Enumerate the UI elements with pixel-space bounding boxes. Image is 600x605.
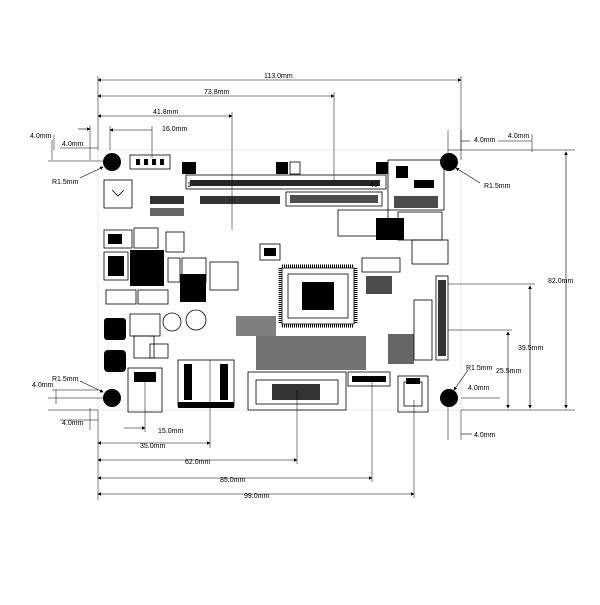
mounting-hole-tl [103,153,121,171]
dim-label-41-8: 41.8mm [153,109,178,116]
connector-top-left [129,154,171,170]
connector-pin40-label: 40 [370,182,378,189]
dim-label-62: 62.0mm [185,459,210,466]
dim-label-99: 99.0mm [244,493,269,500]
radius-label-br: R1.5mm [466,365,493,372]
dim-label-bl-4b: 4.0mm [62,420,84,427]
mounting-hole-br [440,389,458,407]
bottom-dimensions: 15.0mm 35.0mm 62.0mm 85.0mm 99.0mm [97,360,415,500]
dim-label-35: 35.0mm [140,443,165,450]
dim-label-br-4b: 4.0mm [474,432,496,439]
ic-regulator [130,250,164,286]
dim-label-15: 15.0mm [158,428,183,435]
usb-jack [397,375,429,413]
dim-label-left-4b: 4.0mm [62,141,84,148]
header-2x20 [285,191,383,207]
dim-label-bl-4a: 4.0mm [32,382,54,389]
right-dimensions: 82.0mm 39.5mm 25.5mm [448,151,575,411]
radius-label-bl: R1.5mm [52,376,79,383]
ic-small [209,261,239,291]
right-header [435,275,449,361]
dim-label-left-4a: 4.0mm [30,133,52,140]
dim-label-82: 82.0mm [548,278,573,285]
top-dimensions: 113.0mm 73.8mm 41.8mm 16.0mm 4.0mm 4.0mm… [30,73,575,230]
dim-label-right-4b: 4.0mm [508,133,530,140]
dim-label-113: 113.0mm [264,73,293,80]
connector-pin1-label: 1 [187,182,191,189]
dim-label-16: 16.0mm [162,126,187,133]
pcb-components: 1 40 [103,154,449,413]
mounting-hole-tr [440,153,458,171]
dim-label-right-4a: 4.0mm [474,137,496,144]
main-processor [281,267,355,325]
dim-label-85: 85.0mm [220,477,245,484]
radius-label-tr: R1.5mm [484,183,511,190]
dim-label-25-5: 25.5mm [496,368,521,375]
dim-label-73-8: 73.8mm [204,89,229,96]
dim-label-br-4a: 4.0mm [468,385,490,392]
radius-label-tl: R1.5mm [52,179,79,186]
lcd-connector [185,174,387,190]
bottom-corner-dims: 4.0mm 4.0mm 4.0mm 4.0mm [32,382,500,500]
dim-label-39-5: 39.5mm [518,345,543,352]
